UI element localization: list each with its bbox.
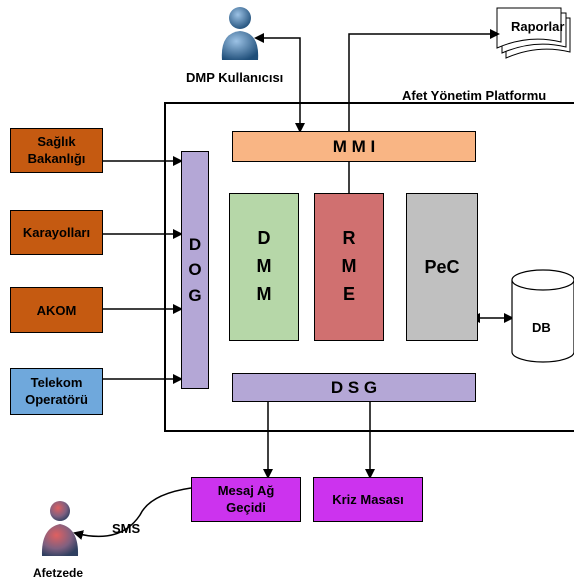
source-saglik-bakanligi: Sağlık Bakanlığı (10, 128, 103, 173)
source-akom: AKOM (10, 287, 103, 333)
pec-block: PeC (406, 193, 478, 341)
dsg-block: D S G (232, 373, 476, 402)
user-label: DMP Kullanıcısı (186, 70, 284, 85)
reports-label: Raporlar (511, 19, 565, 34)
victim-icon (41, 501, 79, 556)
dog-block: D O G (181, 151, 209, 389)
gateway-block: Mesaj Ağ Geçidi (191, 477, 301, 522)
victim-label: Afetzede (33, 566, 84, 580)
mmi-block: M M I (232, 131, 476, 162)
rme-block: R M E (314, 193, 384, 341)
source-karayollari: Karayolları (10, 210, 103, 255)
db-label: DB (532, 320, 551, 335)
user-icon (221, 7, 259, 60)
source-telekom-operatoru: Telekom Operatörü (10, 368, 103, 415)
reports-document-icon (496, 7, 571, 59)
crisis-desk-block: Kriz Masası (313, 477, 423, 522)
platform-label: Afet Yönetim Platformu (402, 88, 547, 103)
dmm-block: D M M (229, 193, 299, 341)
sms-label: SMS (112, 521, 141, 536)
database-icon (511, 269, 574, 363)
